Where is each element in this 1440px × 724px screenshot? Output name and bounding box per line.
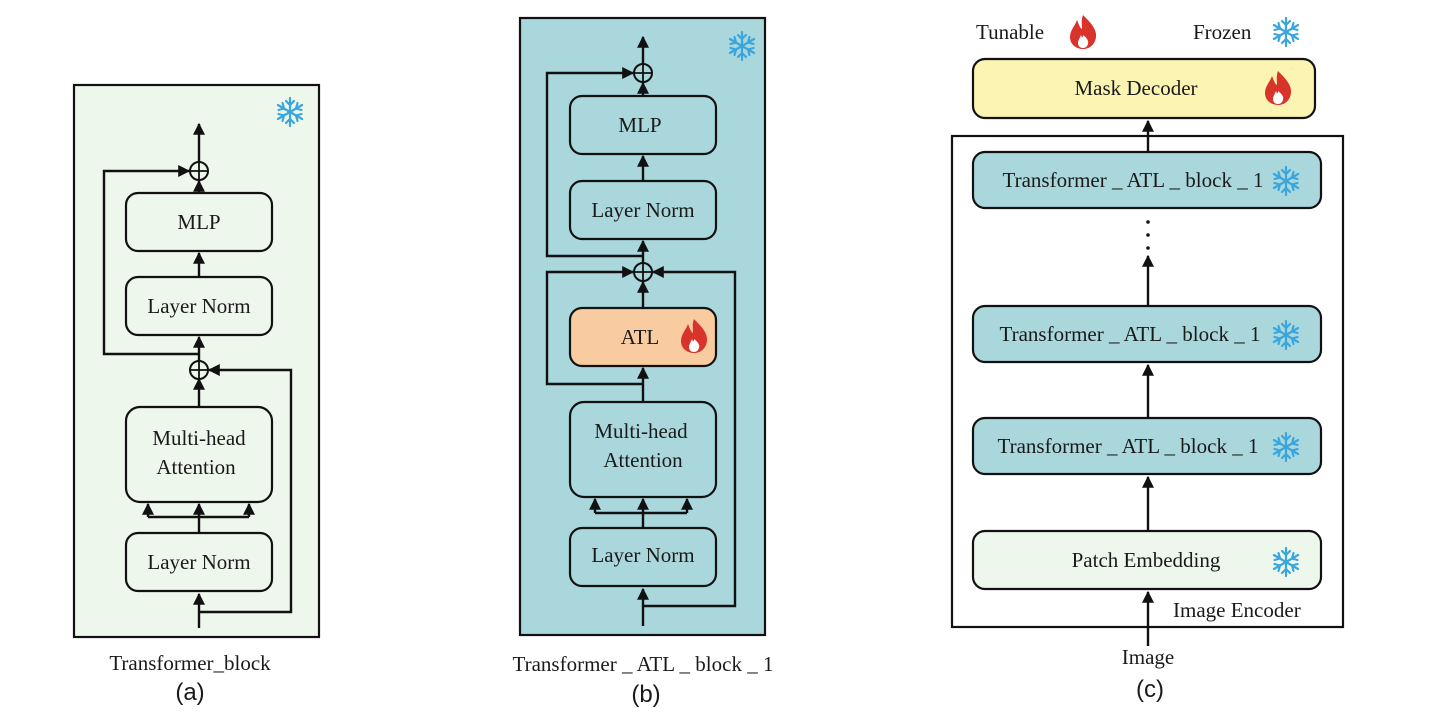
mlp-label-a: MLP	[177, 210, 220, 234]
panel-a: MLP Layer Norm Multi-head Attention Laye…	[72, 83, 321, 639]
panel-c-caption: (c)	[1136, 676, 1164, 703]
attention-label-line2-a: Attention	[156, 455, 236, 479]
flame-icon	[1070, 15, 1097, 49]
mlp-label-b: MLP	[618, 113, 661, 137]
ellipsis-dots	[1146, 220, 1150, 250]
mask-decoder-label: Mask Decoder	[1074, 76, 1197, 100]
transformer-atl-block-top-label: Transformer _ ATL _ block _ 1	[1003, 168, 1264, 192]
attention-label-line2-b: Attention	[603, 448, 683, 472]
patch-embedding-label: Patch Embedding	[1072, 548, 1221, 572]
panel-a-title: Transformer_block	[109, 651, 271, 675]
mask-decoder-box	[971, 57, 1317, 120]
panel-b-title: Transformer _ ATL _ block _ 1	[513, 652, 774, 676]
panel-c: Tunable Frozen Mask Decoder Transformer …	[950, 15, 1345, 669]
transformer-atl-block-mid-label: Transformer _ ATL _ block _ 1	[1000, 322, 1261, 346]
legend-frozen-label: Frozen	[1193, 20, 1252, 44]
image-input-label: Image	[1122, 645, 1174, 669]
panel-b-caption: (b)	[631, 681, 660, 708]
layer-norm-top-label-b: Layer Norm	[591, 198, 694, 222]
snowflake-icon	[1272, 16, 1300, 48]
atl-label-b: ATL	[621, 325, 660, 349]
connectors-b	[545, 35, 737, 626]
layer-norm-bottom-label-a: Layer Norm	[147, 550, 250, 574]
layer-norm-bottom-label-b: Layer Norm	[591, 543, 694, 567]
panel-b: MLP Layer Norm ATL Multi-head Attention …	[518, 16, 767, 637]
panel-a-caption: (a)	[175, 679, 204, 706]
attention-label-line1-b: Multi-head	[594, 419, 688, 443]
connectors-a	[102, 122, 293, 628]
layer-norm-top-label-a: Layer Norm	[147, 294, 250, 318]
image-encoder-label: Image Encoder	[1173, 598, 1301, 622]
transformer-atl-block-low-label: Transformer _ ATL _ block _ 1	[998, 434, 1259, 458]
attention-label-line1-a: Multi-head	[152, 426, 246, 450]
legend-tunable-label: Tunable	[976, 20, 1044, 44]
